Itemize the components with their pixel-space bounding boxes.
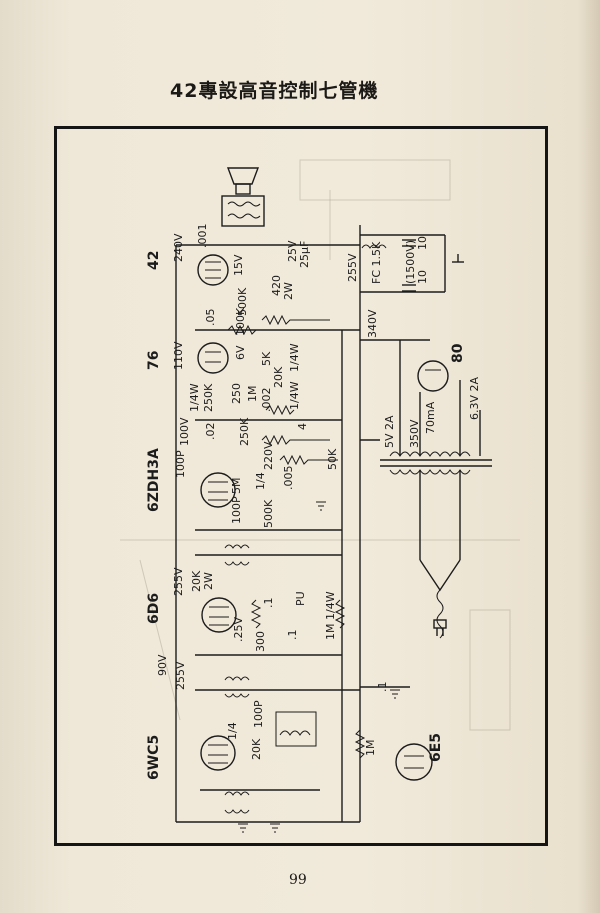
tube-symbols [197, 254, 449, 781]
label-1m-b: 1M [364, 740, 377, 757]
label-340v: 340V [366, 309, 379, 338]
label-20k-b: 20K [190, 570, 203, 592]
ground-symbols [238, 501, 400, 833]
label-14-a: 1/4 [254, 472, 267, 490]
label-15v: 15V [232, 254, 245, 276]
label-25v-b: .25V [232, 617, 245, 642]
label-250-a: 250 [230, 383, 243, 404]
label-90v: 90V [156, 654, 169, 676]
label-100k: 100K [234, 307, 247, 336]
label-14-b: 1/4 [226, 722, 239, 740]
coils [224, 544, 317, 814]
label-100p-a: 100P [174, 450, 187, 478]
main-wiring [175, 225, 446, 823]
label-255v-a: 255V [346, 253, 359, 282]
label-005: .005 [282, 466, 295, 491]
label-002: .002 [260, 388, 273, 413]
tube-label-80: 80 [450, 343, 466, 363]
label-250k-b: 250K [238, 417, 251, 446]
label-255v-b: 255V [172, 567, 185, 596]
label-1m14w: 1M 1/4W [324, 591, 337, 640]
label-4: 4 [296, 423, 309, 430]
label-420: 420 [270, 275, 283, 296]
label-1-c: .1 [376, 682, 389, 693]
label-20k-c: 20K [250, 738, 263, 760]
label-fc15k: FC 1.5K [370, 241, 383, 284]
label-05: .05 [204, 309, 217, 327]
label-70ma: 70mA [424, 401, 437, 434]
label-240v: 240V [172, 233, 185, 262]
label-5v2a: 5V 2A [383, 415, 396, 448]
page-binding-shadow [578, 0, 600, 913]
tube-label-42: 42 [146, 251, 162, 270]
label-300: 300 [254, 631, 267, 652]
tube-label-6zdh3a: 6ZDH3A [146, 448, 162, 512]
label-50k: 50K [326, 448, 339, 470]
label-5m: 5M [230, 478, 243, 495]
label-110v: 110V [172, 341, 185, 370]
component-labels: 240V .001 15V 25V 25μF 420 2W 500K .05 1… [156, 224, 481, 761]
tube-80-symbol [417, 360, 449, 392]
label-5k: 5K [260, 351, 273, 366]
tube-76-symbol [197, 342, 229, 374]
page-number: 99 [289, 872, 307, 888]
label-14w-b: 1/4W [288, 343, 301, 372]
label-pu: PU [294, 591, 307, 606]
label-02: .02 [204, 423, 217, 441]
label-25uf: 25μF [298, 241, 311, 268]
label-63v2a: 6.3V 2A [468, 376, 481, 420]
speaker-icon [221, 167, 265, 227]
label-10a: 10 [416, 236, 429, 250]
label-500k-a: 500K [236, 287, 249, 316]
tube-label-6wc5: 6WC5 [146, 735, 162, 780]
label-100p-b: 100P [230, 496, 243, 524]
label-001: .001 [196, 224, 209, 249]
label-10b: 10 [416, 270, 429, 284]
label-1m-a: 1M [246, 386, 259, 403]
tube-6wc5-symbol [200, 735, 236, 771]
label-500k-b: 500K [262, 499, 275, 528]
label-6v: 6V [234, 345, 247, 360]
resistors [227, 314, 366, 759]
tube-label-76: 76 [146, 351, 162, 370]
label-1-b: .1 [286, 630, 299, 641]
label-2w-b: 2W [202, 572, 215, 590]
label-1500v: (1500V) [404, 240, 417, 284]
page-title: 42專設高音控制七管機 [170, 80, 379, 102]
label-2w: 2W [282, 282, 295, 300]
label-1-a: .1 [262, 598, 275, 609]
tube-label-6e5: 6E5 [428, 733, 444, 762]
filter-section [361, 239, 464, 292]
tube-42-symbol [197, 254, 229, 286]
label-100v: 100V [178, 417, 191, 446]
label-20k-a: 20K [272, 366, 285, 388]
label-255v-c: 255V [174, 661, 187, 690]
schematic-frame [54, 126, 548, 846]
label-14w-c: 1/4W [288, 381, 301, 410]
label-350v: 350V [408, 419, 421, 448]
label-250k-a: 250K [202, 383, 215, 412]
label-220v: 220V [262, 441, 275, 470]
tube-6e5-symbol [395, 743, 433, 781]
power-transformer [380, 340, 492, 639]
tube-label-6d6: 6D6 [146, 593, 162, 624]
tube-6d6-symbol [201, 597, 237, 633]
bleed-through-marks [120, 159, 520, 731]
label-100p-c: 100P [252, 700, 265, 728]
tube-6zdh3a-symbol [200, 472, 236, 508]
label-25v: 25V [286, 240, 299, 262]
label-1-4w-a: 1/4W [188, 383, 201, 412]
